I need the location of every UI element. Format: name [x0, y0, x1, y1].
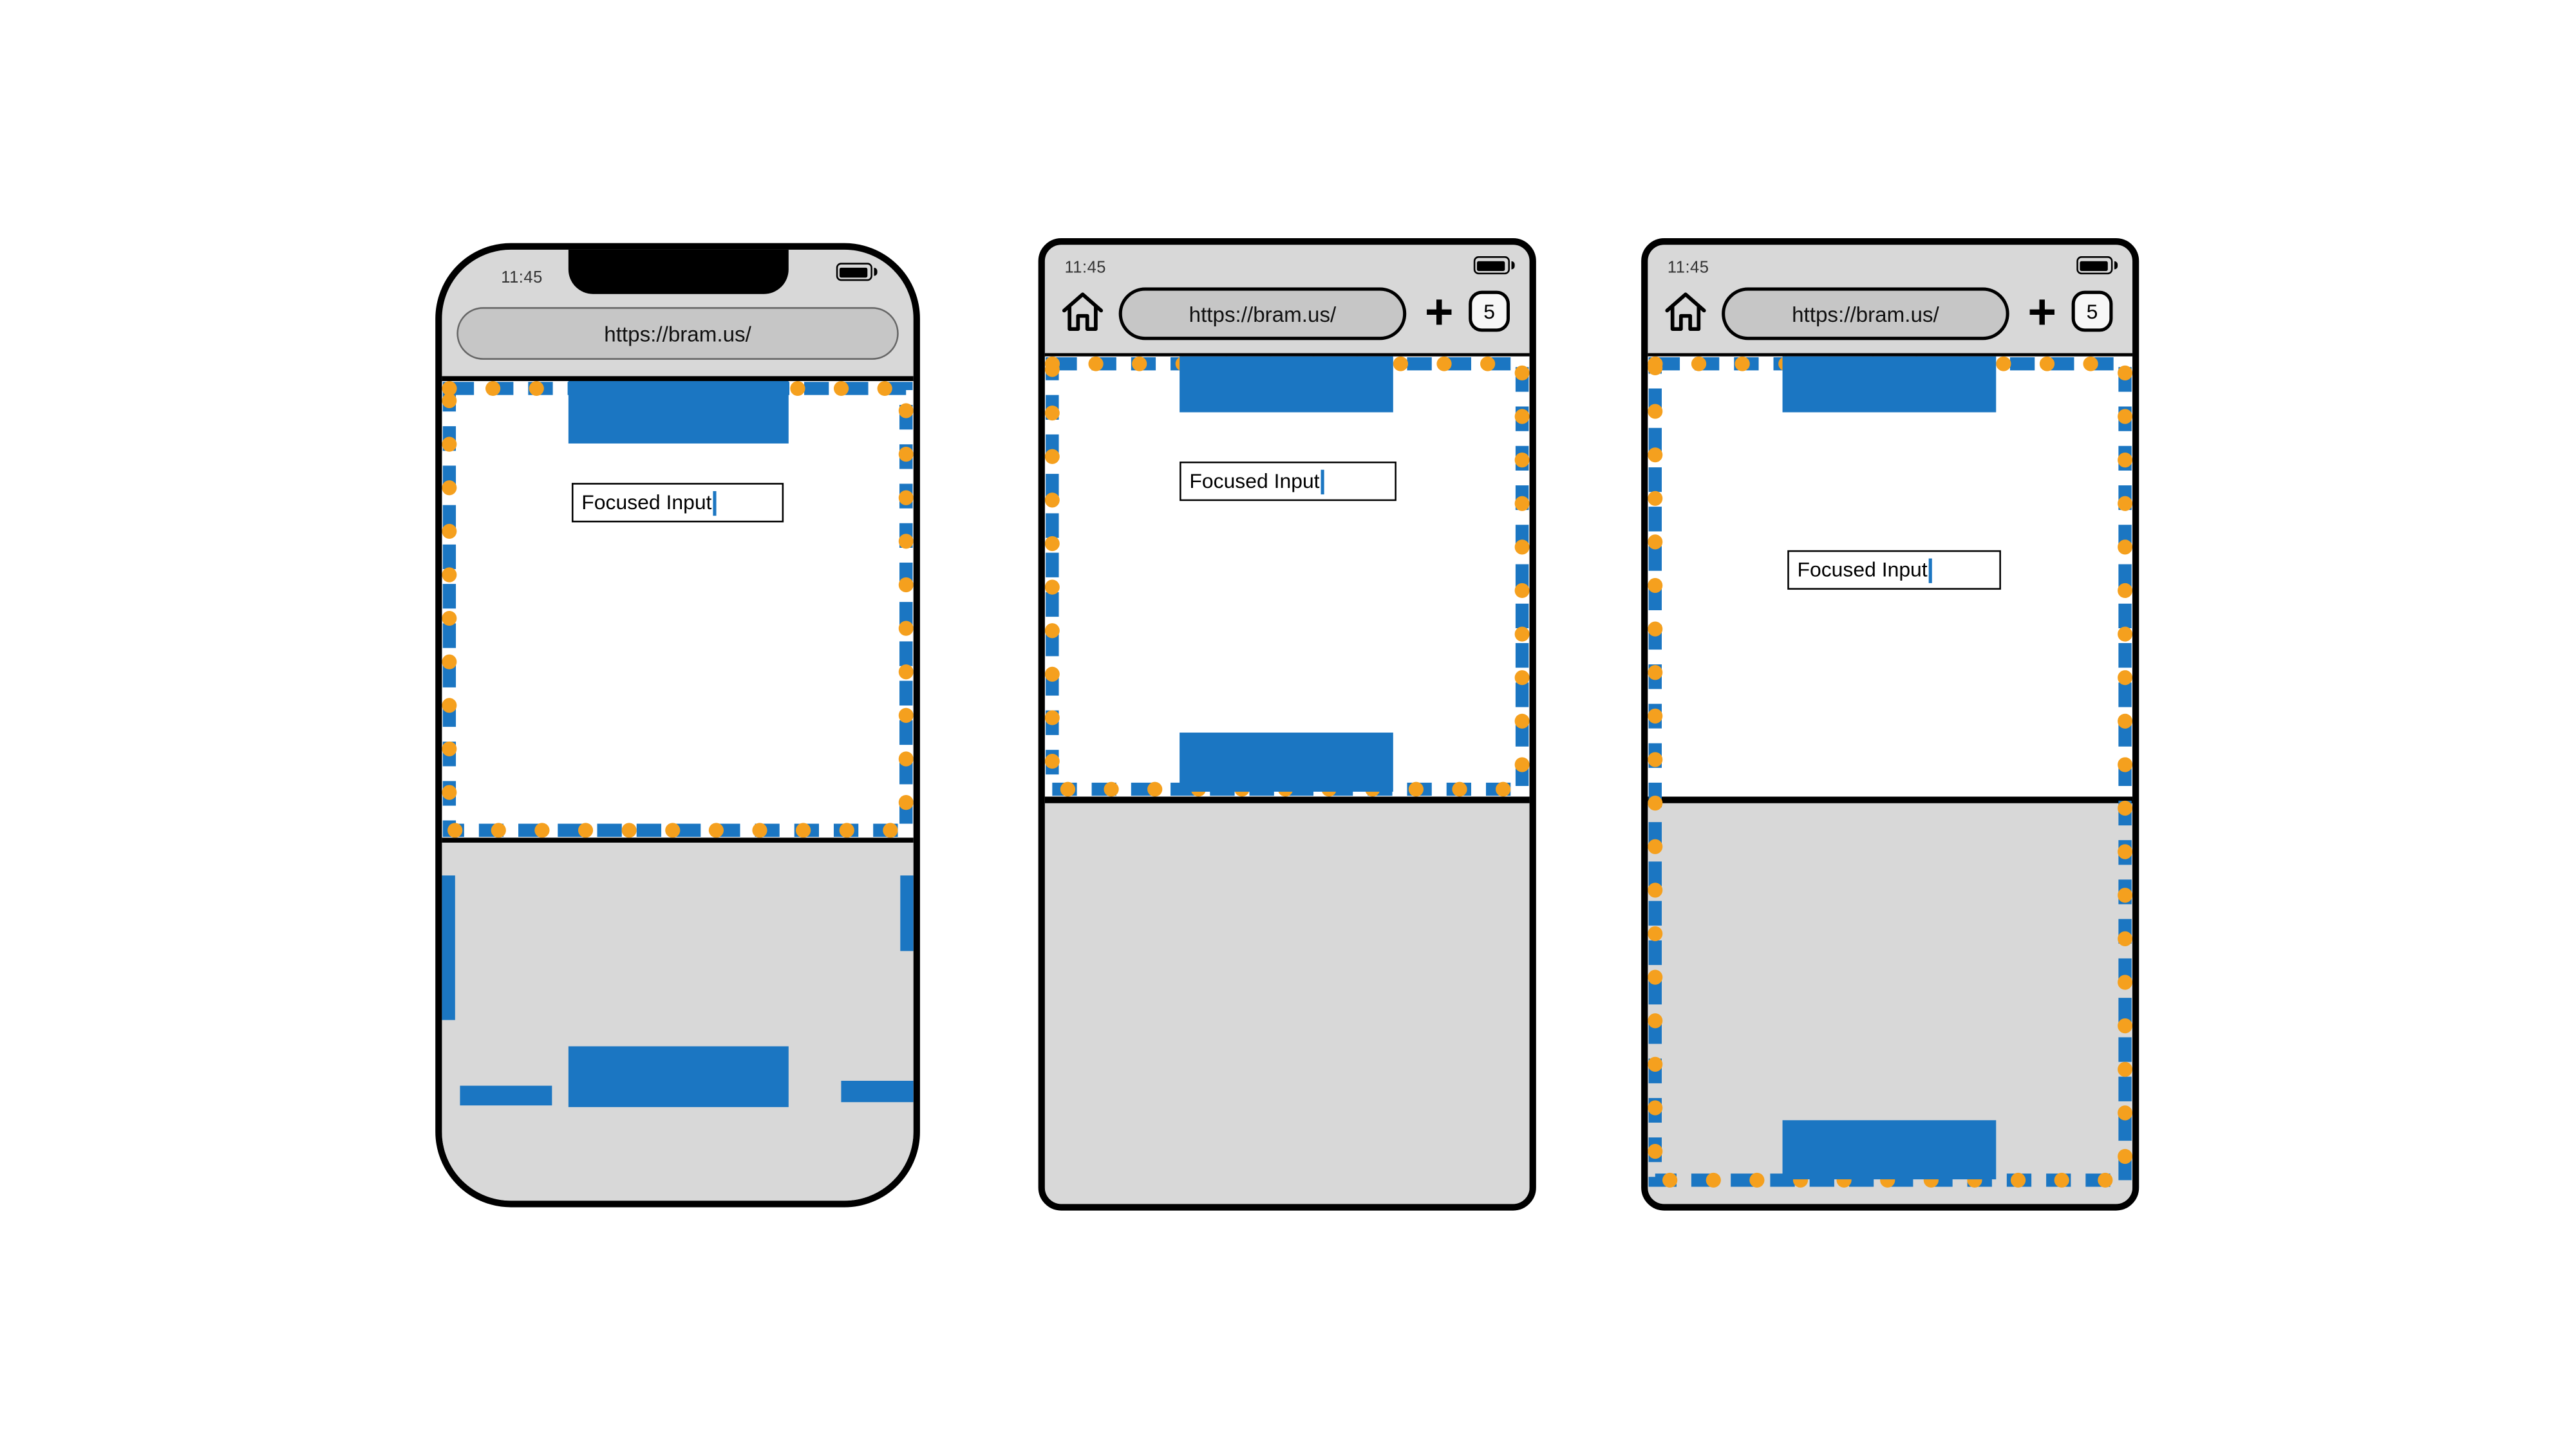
input-value: Focused Input	[1189, 469, 1320, 493]
page-element-bottom	[568, 1046, 789, 1107]
visual-viewport-area	[1044, 356, 1530, 797]
visual-viewport-area	[442, 380, 914, 838]
chrome-bottom-line	[1044, 353, 1530, 357]
status-time: 11:45	[1667, 259, 1709, 278]
keyboard-top-line	[442, 837, 914, 843]
layout-viewport-fragment-bottom-left	[460, 1085, 552, 1106]
phone-frame-android-resize: 11:45 https://bram.us/ + 5 Focused Input	[1038, 238, 1536, 1211]
battery-body	[1472, 256, 1509, 275]
battery-nub	[1510, 261, 1515, 270]
url-text: https://bram.us/	[1189, 301, 1337, 326]
iphone-notch	[567, 249, 788, 294]
tab-counter-button[interactable]: 5	[1469, 290, 1510, 332]
text-caret	[1929, 557, 1933, 583]
home-button[interactable]	[1661, 288, 1711, 337]
home-icon	[1665, 292, 1706, 332]
text-caret	[1321, 469, 1325, 494]
layout-viewport-fragment-bottom-right	[841, 1080, 914, 1103]
battery-icon	[2076, 256, 2118, 275]
focused-input[interactable]: Focused Input	[1787, 550, 2001, 590]
phone-frame-ios: 11:45 https://bram.us/ Focused Input	[435, 243, 920, 1208]
page-element-top	[1180, 356, 1393, 413]
url-bar[interactable]: https://bram.us/	[1722, 287, 2009, 341]
status-time: 11:45	[1064, 259, 1107, 278]
keyboard-top-line	[1044, 796, 1530, 803]
page-element-bottom	[1782, 1120, 1997, 1180]
home-button[interactable]	[1058, 288, 1107, 337]
keyboard-area	[442, 843, 914, 1201]
url-bar[interactable]: https://bram.us/	[1118, 287, 1407, 341]
text-caret	[713, 490, 717, 515]
new-tab-button[interactable]: +	[2027, 285, 2057, 341]
keyboard-area	[1044, 803, 1530, 1204]
tab-counter-button[interactable]: 5	[2071, 290, 2113, 332]
viewport-border	[1648, 356, 2133, 1188]
viewport-top-line	[442, 376, 914, 380]
phone-frame-android-overlay: 11:45 https://bram.us/ + 5 Focused Input	[1641, 238, 2139, 1211]
keyboard-top-line	[1648, 796, 2133, 803]
battery-fill	[1476, 260, 1505, 270]
focused-input[interactable]: Focused Input	[1180, 462, 1396, 501]
page-element-top	[568, 380, 789, 444]
battery-nub	[873, 267, 878, 276]
input-value: Focused Input	[581, 491, 712, 514]
battery-body	[2076, 256, 2112, 275]
status-time: 11:45	[501, 269, 543, 288]
layout-viewport-fragment-right	[900, 875, 914, 951]
layout-viewport-fragment-left	[442, 875, 455, 1020]
url-bar[interactable]: https://bram.us/	[456, 307, 899, 360]
battery-body	[835, 263, 872, 281]
viewport-border	[442, 380, 914, 838]
home-icon	[1062, 292, 1104, 332]
focused-input[interactable]: Focused Input	[571, 483, 784, 523]
viewport-border	[1044, 356, 1530, 797]
url-text: https://bram.us/	[604, 321, 751, 346]
battery-icon	[1472, 256, 1515, 275]
input-value: Focused Input	[1797, 558, 1928, 582]
page-element-top	[1782, 356, 1997, 413]
url-text: https://bram.us/	[1792, 301, 1939, 326]
battery-nub	[2113, 261, 2118, 270]
battery-fill	[839, 266, 868, 277]
chrome-bottom-line	[1648, 353, 2133, 357]
battery-fill	[2080, 260, 2108, 270]
page-element-bottom	[1180, 733, 1393, 792]
battery-icon	[835, 263, 878, 281]
new-tab-button[interactable]: +	[1424, 285, 1454, 341]
